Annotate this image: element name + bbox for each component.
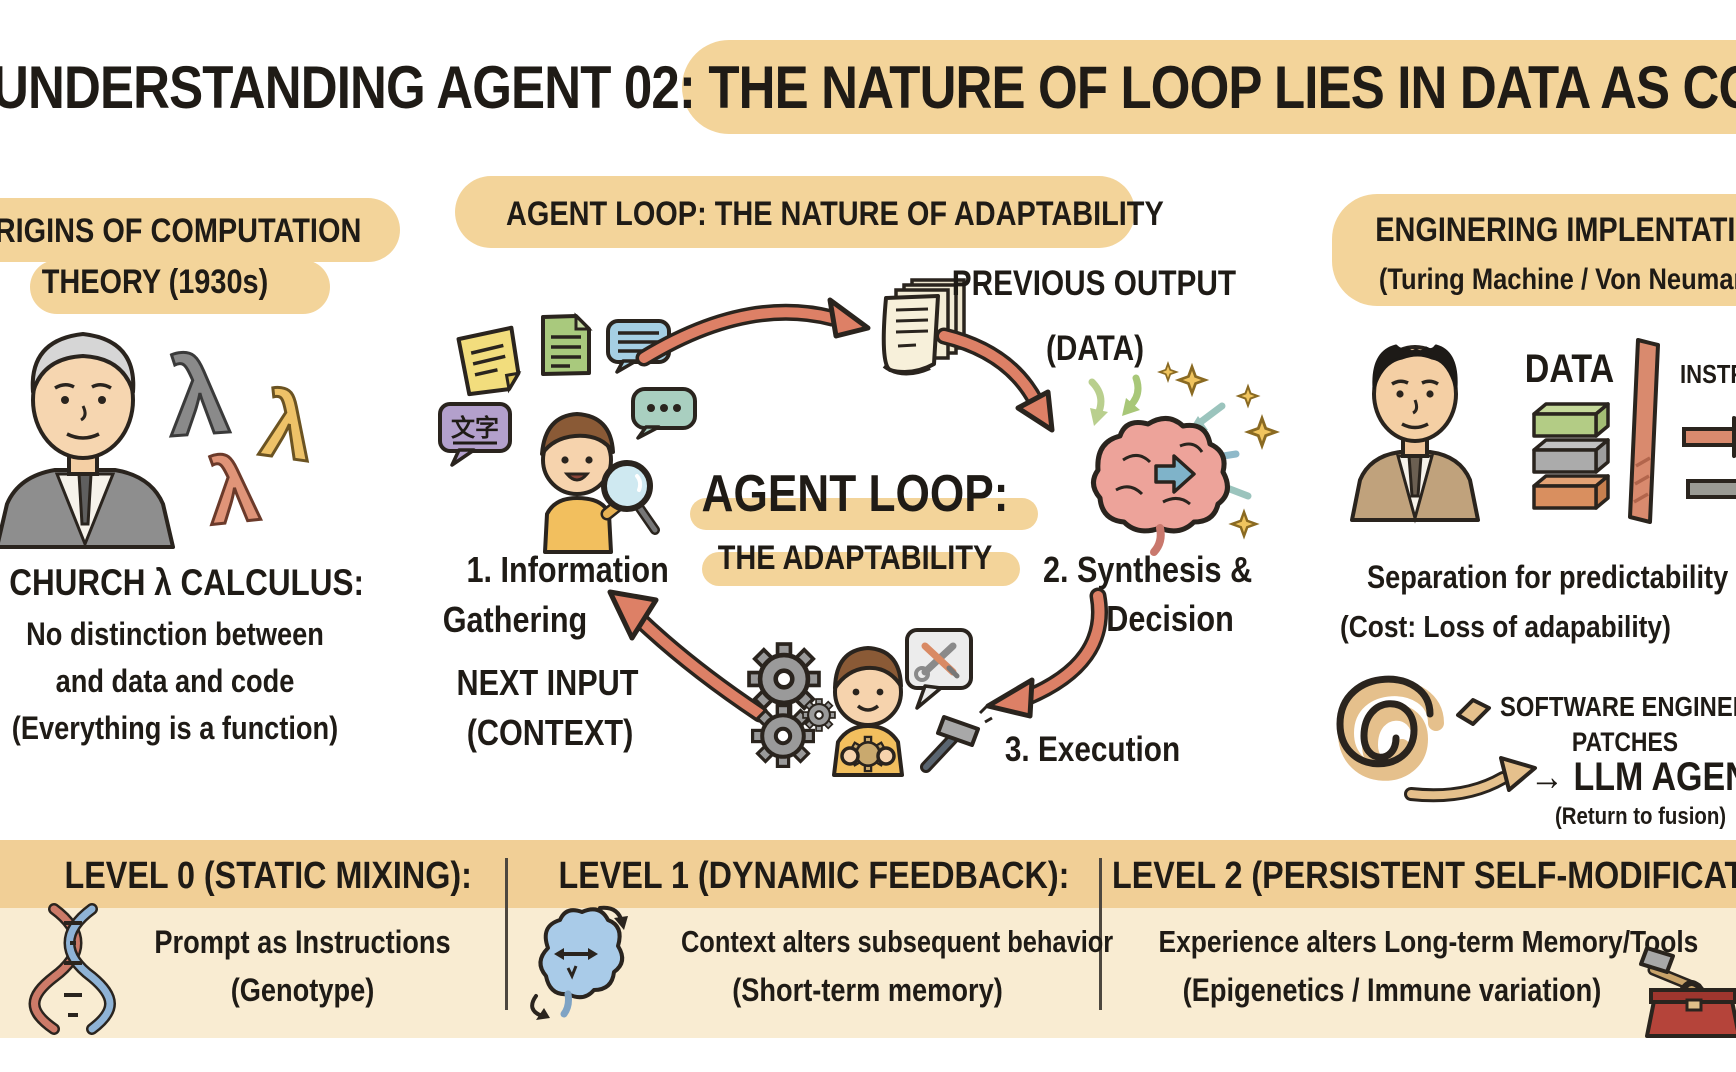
left-heading: CHURCH λ CALCULUS: <box>9 562 364 603</box>
level1-header: LEVEL 1 (DYNAMIC FEEDBACK): <box>558 855 1070 897</box>
hammer-icon <box>912 703 993 773</box>
center-subtitle-pill <box>702 552 1020 586</box>
previous-output-label: PREVIOUS OUTPUT <box>951 264 1237 303</box>
yellow-note-icon <box>453 323 528 401</box>
right-header-pill <box>1332 194 1736 306</box>
boy-builder-icon <box>812 638 924 777</box>
instruction-arrow-salmon-icon <box>1682 416 1736 458</box>
spiral-icon <box>1322 672 1447 830</box>
center-title-pill <box>690 498 1038 530</box>
cjk-speech-bubble-icon: 文字 <box>437 401 513 469</box>
level1-line1: Context alters subsequent behavior <box>680 924 1114 959</box>
step1-line2: Gathering <box>442 599 588 640</box>
green-document-icon <box>538 312 594 378</box>
llm-label-text: LLM AGENTS <box>1573 755 1736 799</box>
page-title-prefix: UNDERSTANDING AGENT 02: <box>0 54 696 121</box>
step2-line1: 2. Synthesis & <box>1043 549 1253 590</box>
left-header-pill <box>0 198 400 262</box>
right-header-line1: ENGINERING IMPLENTATION <box>1375 211 1736 249</box>
toolbox-icon <box>1639 940 1736 1040</box>
left-header-line1: ORIGINS OF COMPUTATION <box>0 212 362 250</box>
data-label: DATA <box>1524 347 1615 391</box>
data-blocks-icon <box>1520 398 1622 516</box>
right-header-line2: (Turing Machine / Von Neumann) <box>1378 263 1736 296</box>
brain-synthesis-icon <box>1040 362 1278 563</box>
von-neumann-portrait <box>1348 328 1482 524</box>
level0-line1: Prompt as Instructions <box>154 924 451 960</box>
level1-line2: (Short-term memory) <box>732 972 1003 1008</box>
level2-line2: (Epigenetics / Immune variation) <box>1182 972 1602 1008</box>
bottom-band-body <box>0 908 1736 1038</box>
separation-wall-icon <box>1622 336 1666 526</box>
center-title: AGENT LOOP: <box>701 465 1009 523</box>
middle-header-pill <box>455 176 1135 248</box>
lambda-yellow-icon: λ <box>254 371 322 482</box>
gear-small-icon <box>801 697 837 733</box>
middle-header: AGENT LOOP: THE NATURE OF ADAPTABILITY <box>506 195 1164 233</box>
llm-agents-label: → LLM AGENTS <box>1530 755 1736 799</box>
step1-line1: 1. Information <box>466 549 669 590</box>
patches-line2: PATCHES <box>1571 727 1679 757</box>
band-divider-1 <box>505 858 508 1010</box>
left-header-line2: THEORY (1930s) <box>41 263 269 301</box>
left-line-1: No distinction between <box>26 616 324 652</box>
diamond-icon <box>1452 696 1494 728</box>
cjk-bubble-text: 文字 <box>451 414 499 442</box>
previous-output-sub: (DATA) <box>1045 329 1145 368</box>
loop-arrow-right-icon <box>930 322 1080 442</box>
step3-label: 3. Execution <box>1004 730 1181 769</box>
step2-line2: Decision <box>1106 598 1234 639</box>
llm-arrow-glyph: → <box>1530 755 1564 799</box>
dots-speech-bubble-icon <box>630 386 698 440</box>
bottom-band-header <box>0 840 1736 908</box>
instruction-arrow-gray-icon <box>1686 466 1736 512</box>
loop-arrow-left-icon <box>598 586 773 726</box>
lambda-salmon-icon: λ <box>201 436 266 546</box>
page-title: UNDERSTANDING AGENT 02: THE NATURE OF LO… <box>0 54 1736 121</box>
blue-brain-icon <box>520 898 632 1020</box>
center-subtitle: THE ADAPTABILITY <box>717 539 993 577</box>
next-input-line2: (CONTEXT) <box>466 712 634 753</box>
patches-line1: SOFTWARE ENGINEERING <box>1500 691 1736 722</box>
separation-line2: (Cost: Loss of adapability) <box>1340 609 1671 644</box>
fusion-arrow-icon <box>1404 752 1540 804</box>
loop-arrow-down-icon <box>970 587 1120 728</box>
church-portrait <box>0 312 175 549</box>
title-highlight-pill <box>682 40 1736 134</box>
tools-bubble-icon <box>903 626 977 712</box>
band-divider-2 <box>1099 858 1102 1010</box>
loop-arrow-top-icon <box>635 292 876 376</box>
llm-note: (Return to fusion) <box>1555 803 1727 830</box>
page-title-highlight: THE NATURE OF LOOP LIES IN DATA AS CODE <box>708 54 1736 121</box>
papers-stack-icon <box>872 276 972 384</box>
level2-line1: Experience alters Long-term Memory/Tools <box>1158 924 1699 959</box>
level0-header: LEVEL 0 (STATIC MIXING): <box>64 855 472 897</box>
instructions-label: INSTRUCTIONS <box>1680 359 1736 389</box>
left-line-2: and data and code <box>55 663 295 699</box>
left-header-pill-2 <box>30 260 330 314</box>
left-line-3: (Everything is a function) <box>11 710 339 746</box>
level0-line2: (Genotype) <box>230 972 375 1008</box>
level2-header: LEVEL 2 (PERSISTENT SELF-MODIFICATION): <box>1112 855 1736 897</box>
dna-icon <box>28 903 118 1035</box>
next-input-line1: NEXT INPUT <box>456 662 639 703</box>
boy-magnifier-icon <box>515 402 665 554</box>
separation-line1: Separation for predictability <box>1367 559 1729 595</box>
